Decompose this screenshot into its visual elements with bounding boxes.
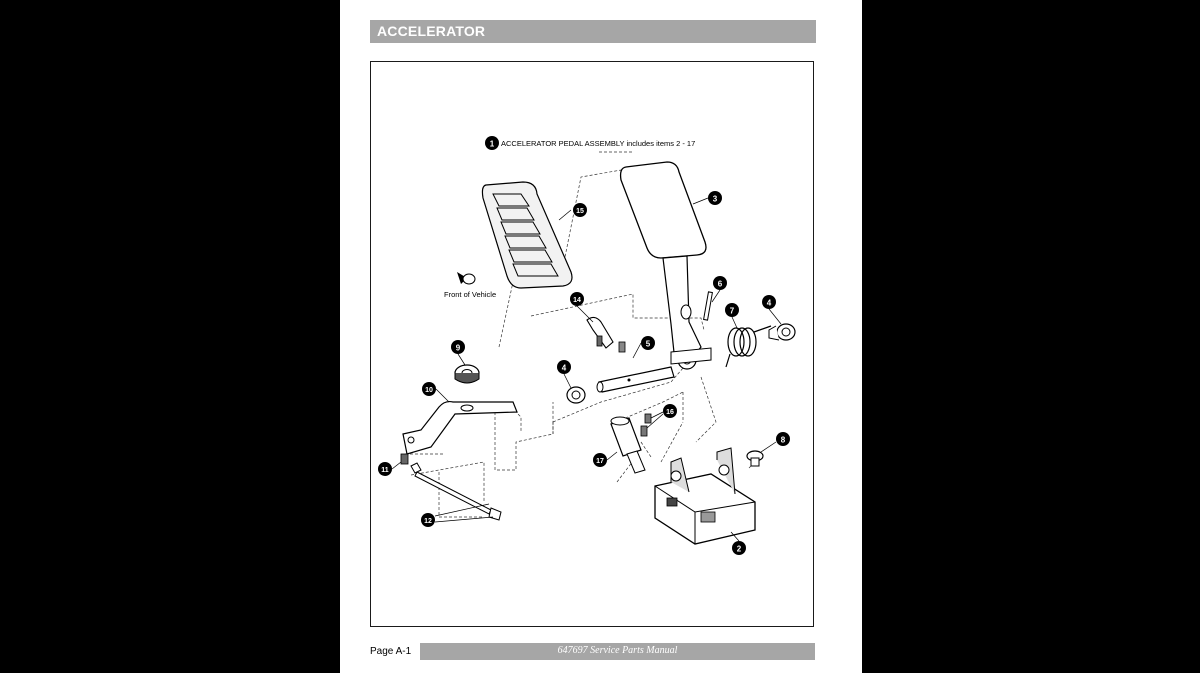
callout-8: 8: [776, 432, 790, 446]
svg-text:9: 9: [456, 344, 461, 353]
footer-bar: 647697 Service Parts Manual: [420, 643, 815, 660]
exploded-parts-diagram: 1 2 3 4 4: [378, 136, 796, 555]
bushing-left: [566, 386, 586, 404]
callout-2: 2: [732, 541, 746, 555]
svg-text:11: 11: [381, 467, 389, 474]
bearing-9: [454, 364, 480, 384]
svg-text:16: 16: [666, 409, 674, 416]
manual-page: ACCELERATOR: [340, 0, 862, 673]
svg-text:12: 12: [424, 518, 432, 525]
callout-9: 9: [451, 340, 465, 354]
sensor-17: [610, 413, 652, 474]
bolt-8: [746, 450, 764, 467]
svg-text:1: 1: [490, 140, 495, 149]
svg-text:15: 15: [576, 208, 584, 215]
nut-11: [400, 453, 409, 465]
assembly-note: ACCELERATOR PEDAL ASSEMBLY includes item…: [501, 139, 695, 148]
svg-text:10: 10: [425, 387, 433, 394]
callout-15: 15: [573, 203, 587, 217]
spring-pin: [703, 291, 713, 321]
section-title: ACCELERATOR: [377, 23, 486, 39]
callout-16: 16: [663, 404, 677, 418]
pedal-cover: [481, 181, 573, 289]
callout-6: 6: [713, 276, 727, 290]
callout-17: 17: [593, 453, 607, 467]
svg-text:2: 2: [737, 545, 742, 554]
bushing-right: [768, 323, 796, 341]
callout-7: 7: [725, 303, 739, 317]
bracket-2: [654, 447, 756, 545]
section-header: ACCELERATOR: [370, 20, 816, 43]
svg-text:17: 17: [596, 458, 604, 465]
callout-3: 3: [708, 191, 722, 205]
callout-4-left: 4: [557, 360, 571, 374]
svg-text:8: 8: [781, 436, 786, 445]
callout-14: 14: [570, 292, 584, 306]
page-number: Page A-1: [370, 646, 412, 657]
callout-11: 11: [378, 462, 392, 476]
lever-arm-10: [402, 400, 518, 455]
diagram-frame: 1 2 3 4 4: [370, 61, 814, 627]
svg-text:5: 5: [646, 340, 651, 349]
lever-14: [586, 316, 626, 353]
shaft: [596, 366, 675, 393]
front-of-vehicle-label: Front of Vehicle: [444, 290, 496, 299]
pedal-arm: [619, 161, 712, 370]
callout-5: 5: [641, 336, 655, 350]
front-arrow: [457, 272, 476, 285]
callout-10: 10: [422, 382, 436, 396]
callout-1: 1: [485, 136, 499, 150]
torsion-spring: [725, 325, 772, 368]
svg-text:7: 7: [730, 307, 735, 316]
svg-text:6: 6: [718, 280, 723, 289]
callout-12: 12: [421, 513, 435, 527]
svg-text:4: 4: [767, 299, 772, 308]
callout-bubbles: 1 2 3 4 4: [378, 136, 790, 555]
callout-leaders: [391, 197, 782, 542]
svg-text:4: 4: [562, 364, 567, 373]
svg-text:3: 3: [713, 195, 718, 204]
callout-4-right: 4: [762, 295, 776, 309]
manual-title: 647697 Service Parts Manual: [557, 645, 678, 656]
svg-text:14: 14: [573, 297, 581, 304]
